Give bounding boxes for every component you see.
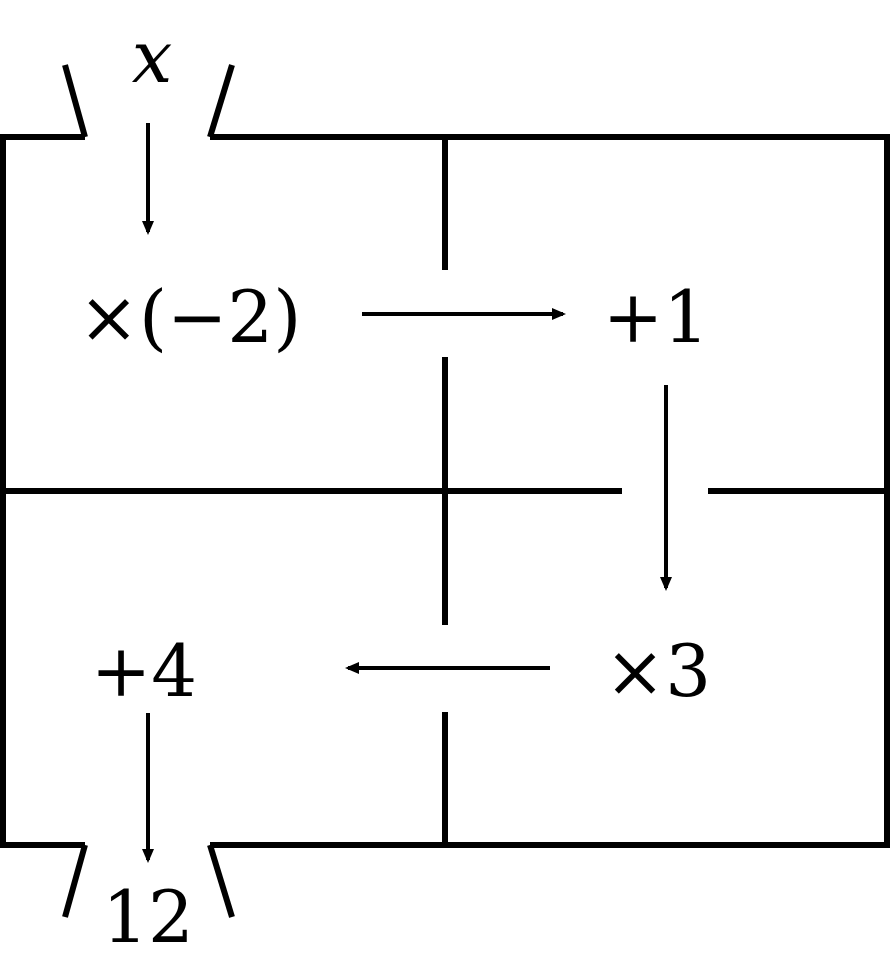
input-label: x: [132, 15, 173, 99]
labels: x ×(−2) +1 ×3 +4 12: [79, 15, 711, 959]
inner-walls: [3, 137, 887, 845]
operation-times-three: ×3: [605, 629, 711, 713]
output-value: 12: [102, 875, 194, 959]
flow-arrows: [142, 123, 672, 863]
entrance-left-flare: [62, 64, 88, 138]
operation-times-negative-two: ×(−2): [79, 275, 302, 359]
operation-plus-one: +1: [603, 275, 709, 359]
exit-left-flare: [62, 844, 88, 918]
exit-right-flare: [207, 844, 235, 918]
entrance-right-flare: [207, 64, 235, 138]
operation-plus-four: +4: [91, 629, 197, 713]
